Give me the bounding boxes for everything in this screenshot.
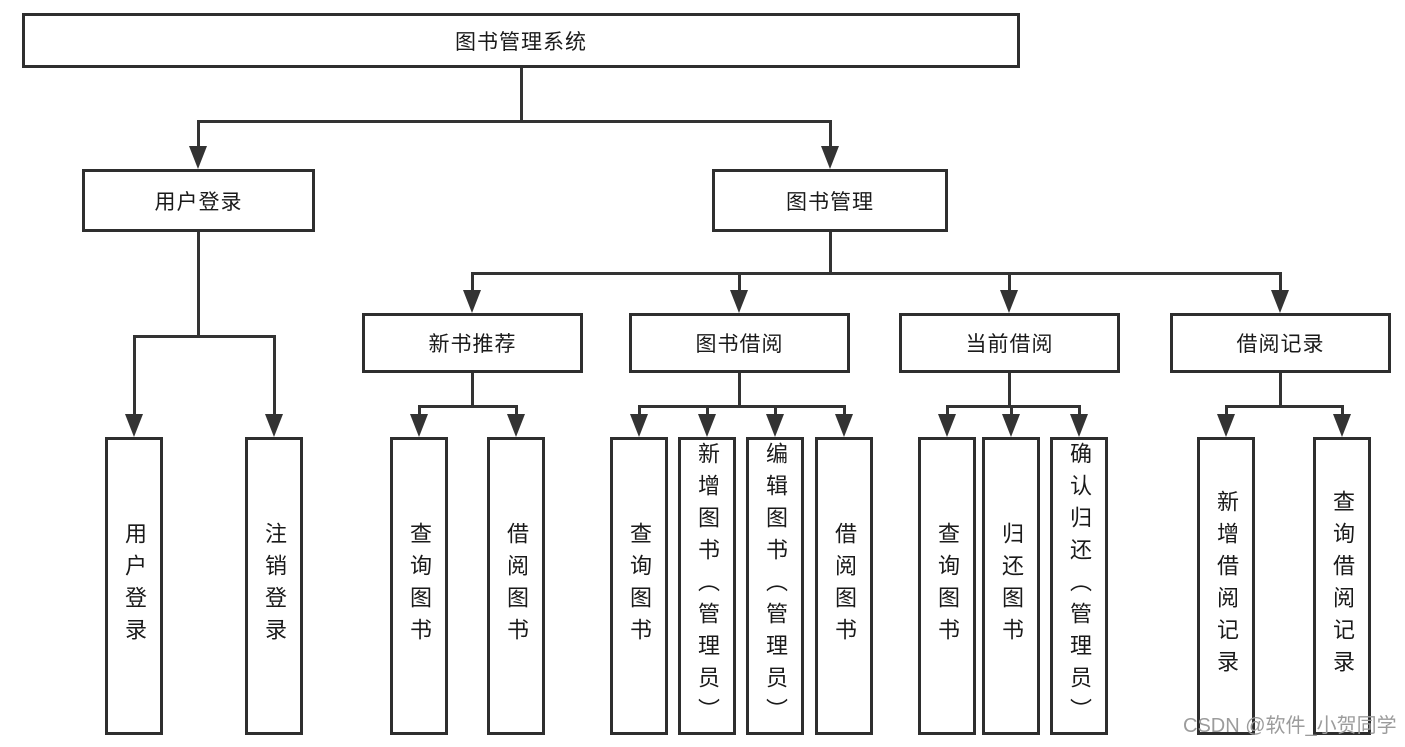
leaf-label: 借阅图书	[504, 522, 529, 650]
arrow-down-icon	[1070, 414, 1088, 437]
node-book-borrow: 图书借阅	[629, 313, 850, 373]
connector-line	[197, 120, 200, 150]
connector-line	[273, 335, 276, 417]
leaf-borrow-books-recommend: 借阅图书	[487, 437, 545, 735]
connector-line	[1225, 405, 1344, 408]
leaf-edit-books-admin: 编辑图书（管理员）	[746, 437, 804, 735]
connector-line	[471, 373, 474, 407]
node-current-borrow: 当前借阅	[899, 313, 1120, 373]
connector-line	[1279, 373, 1282, 407]
leaf-label: 查询借阅记录	[1330, 490, 1355, 682]
connector-line	[133, 335, 276, 338]
connector-line	[1010, 405, 1013, 417]
leaf-label: 新增借阅记录	[1214, 490, 1239, 682]
connector-line	[829, 120, 832, 150]
leaf-label: 查询图书	[407, 522, 432, 650]
arrow-down-icon	[125, 414, 143, 437]
leaf-label: 用户登录	[122, 522, 147, 650]
connector-line	[638, 405, 846, 408]
leaf-query-books-current: 查询图书	[918, 437, 976, 735]
connector-line	[418, 405, 518, 408]
arrow-down-icon	[730, 290, 748, 313]
leaf-user-login: 用户登录	[105, 437, 163, 735]
arrow-down-icon	[1002, 414, 1020, 437]
connector-line	[1078, 405, 1081, 417]
arrow-down-icon	[189, 146, 207, 169]
leaf-label: 借阅图书	[832, 522, 857, 650]
node-book-management-label: 图书管理	[786, 190, 874, 214]
connector-line	[638, 405, 641, 417]
leaf-label: 注销登录	[262, 522, 287, 650]
arrow-down-icon	[1333, 414, 1351, 437]
leaf-query-borrow-record: 查询借阅记录	[1313, 437, 1371, 735]
arrow-down-icon	[1217, 414, 1235, 437]
connector-line	[1225, 405, 1228, 417]
arrow-down-icon	[938, 414, 956, 437]
connector-line	[515, 405, 518, 417]
node-user-login: 用户登录	[82, 169, 315, 232]
connector-line	[843, 405, 846, 417]
watermark: CSDN @软件_小贺同学	[1183, 715, 1397, 737]
node-root: 图书管理系统	[22, 13, 1020, 68]
connector-line	[706, 405, 709, 417]
leaf-label: 查询图书	[627, 522, 652, 650]
leaf-confirm-return-admin: 确认归还（管理员）	[1050, 437, 1108, 735]
connector-line	[1341, 405, 1344, 417]
connector-line	[471, 272, 1282, 275]
leaf-label: 查询图书	[935, 522, 960, 650]
connector-line	[946, 405, 1081, 408]
leaf-add-books-admin: 新增图书（管理员）	[678, 437, 736, 735]
arrow-down-icon	[821, 146, 839, 169]
connector-line	[829, 232, 832, 274]
arrow-down-icon	[630, 414, 648, 437]
connector-line	[738, 272, 741, 293]
node-book-management: 图书管理	[712, 169, 948, 232]
connector-line	[1008, 272, 1011, 293]
connector-line	[418, 405, 421, 417]
connector-line	[471, 272, 474, 293]
arrow-down-icon	[1271, 290, 1289, 313]
arrow-down-icon	[835, 414, 853, 437]
connector-line	[774, 405, 777, 417]
arrow-down-icon	[698, 414, 716, 437]
arrow-down-icon	[463, 290, 481, 313]
node-new-book-recommend: 新书推荐	[362, 313, 583, 373]
connector-line	[520, 68, 523, 120]
arrow-down-icon	[265, 414, 283, 437]
connector-line	[738, 373, 741, 407]
leaf-add-borrow-record: 新增借阅记录	[1197, 437, 1255, 735]
node-borrow-records: 借阅记录	[1170, 313, 1391, 373]
connector-line	[1008, 373, 1011, 407]
node-user-login-label: 用户登录	[154, 190, 243, 214]
arrow-down-icon	[766, 414, 784, 437]
node-borrow-records-label: 借阅记录	[1236, 333, 1325, 356]
leaf-logout: 注销登录	[245, 437, 303, 735]
leaf-label: 新增图书（管理员）	[695, 442, 720, 730]
node-book-borrow-label: 图书借阅	[695, 333, 784, 356]
leaf-return-books: 归还图书	[982, 437, 1040, 735]
arrow-down-icon	[1000, 290, 1018, 313]
node-new-book-recommend-label: 新书推荐	[428, 333, 517, 356]
connector-line	[197, 120, 832, 123]
connector-line	[133, 335, 136, 417]
arrow-down-icon	[410, 414, 428, 437]
leaf-label: 归还图书	[999, 522, 1024, 650]
leaf-label: 确认归还（管理员）	[1067, 442, 1092, 730]
node-root-label: 图书管理系统	[455, 30, 587, 54]
connector-line	[1279, 272, 1282, 293]
connector-line	[946, 405, 949, 417]
leaf-label: 编辑图书（管理员）	[763, 442, 788, 730]
connector-line	[197, 232, 200, 336]
leaf-query-books-recommend: 查询图书	[390, 437, 448, 735]
node-current-borrow-label: 当前借阅	[965, 333, 1054, 356]
arrow-down-icon	[507, 414, 525, 437]
leaf-borrow-books: 借阅图书	[815, 437, 873, 735]
leaf-query-books-borrow: 查询图书	[610, 437, 668, 735]
